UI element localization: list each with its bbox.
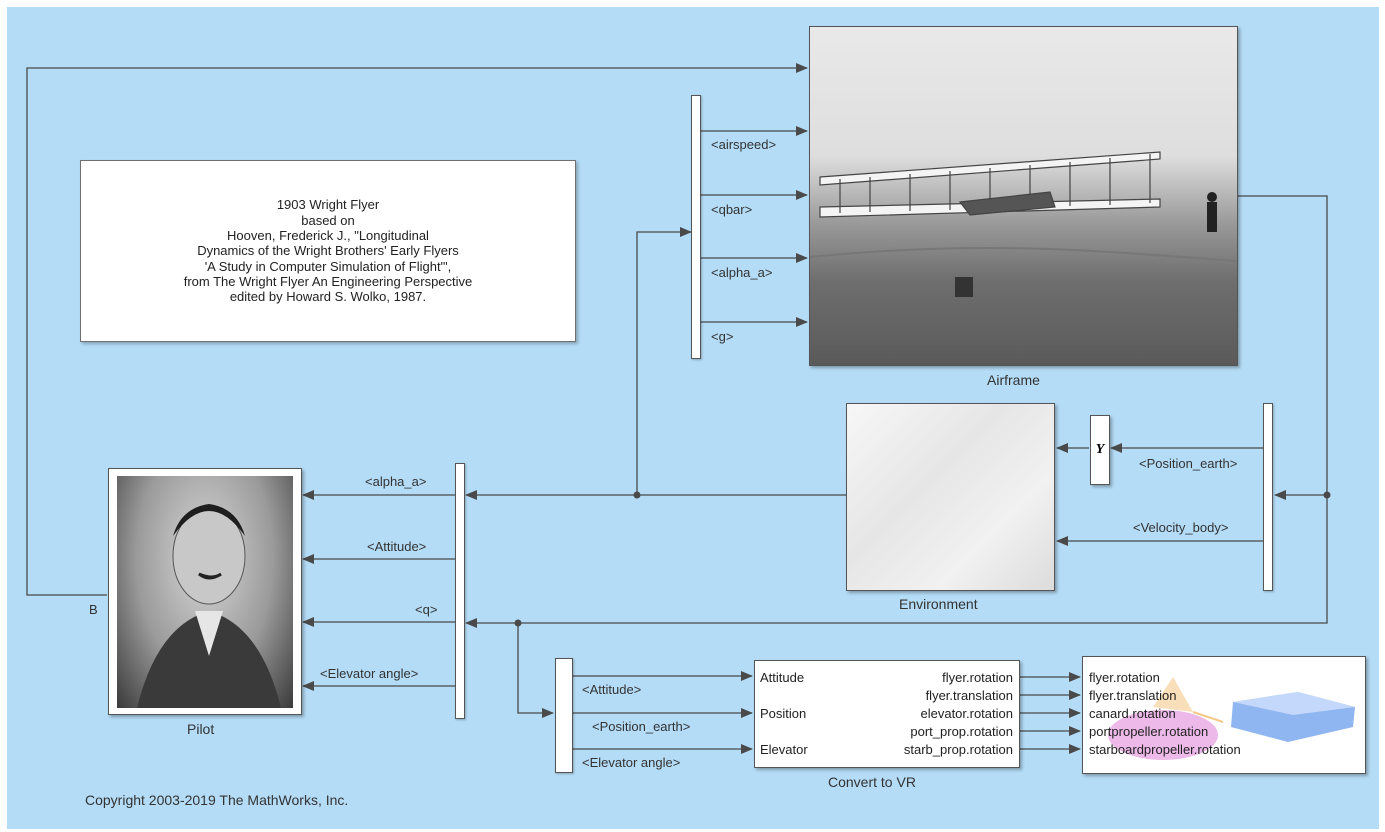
pilot-caption: Pilot (187, 721, 214, 737)
pilot-block[interactable] (108, 468, 302, 715)
airframe-caption: Airframe (987, 372, 1040, 388)
model-annotation: 1903 Wright Flyer based on Hooven, Frede… (80, 160, 576, 342)
branch-point-right (1324, 492, 1331, 499)
convert-input-elevator: Elevator (760, 743, 808, 757)
convert-to-vr-caption: Convert to VR (828, 774, 916, 790)
convert-output-starb-prop-rotation: starb_prop.rotation (904, 743, 1013, 757)
vr-port-portpropeller-rotation: portpropeller.rotation (1089, 725, 1208, 739)
convert-output-flyer-rotation: flyer.rotation (942, 671, 1013, 685)
airframe-photo (810, 27, 1237, 365)
branch-point-q (515, 620, 522, 627)
annotation-line: 'A Study in Computer Simulation of Fligh… (184, 259, 473, 274)
airframe-block[interactable] (809, 26, 1238, 366)
convert-output-elevator-rotation: elevator.rotation (920, 707, 1013, 721)
signal-label-alpha-a-top: <alpha_a> (711, 266, 772, 280)
wire-branch-top-demux (637, 232, 691, 495)
y-block[interactable]: Y (1090, 415, 1110, 485)
convert-to-vr-block[interactable]: Attitude Position Elevator flyer.rotatio… (754, 660, 1020, 768)
signal-label-position-earth-right: <Position_earth> (1139, 457, 1237, 471)
signal-label-elevator-bottom: <Elevator angle> (582, 756, 680, 770)
signal-label-elevator-left: <Elevator angle> (320, 667, 418, 681)
wright-flyer-image (810, 27, 1237, 365)
annotation-text: 1903 Wright Flyer based on Hooven, Frede… (184, 197, 473, 304)
environment-bus-selector[interactable] (1263, 403, 1273, 591)
signal-label-attitude-left: <Attitude> (367, 540, 426, 554)
vr-port-flyer-translation: flyer.translation (1089, 689, 1176, 703)
signal-label-alpha-a-left: <alpha_a> (365, 475, 426, 489)
signal-label-q: <q> (415, 603, 437, 617)
annotation-line: 1903 Wright Flyer (184, 197, 473, 212)
copyright-text: Copyright 2003-2019 The MathWorks, Inc. (85, 793, 348, 807)
environment-caption: Environment (899, 596, 978, 612)
signal-label-attitude-bottom: <Attitude> (582, 683, 641, 697)
convert-output-port-prop-rotation: port_prop.rotation (910, 725, 1013, 739)
wire-branch-bottom-demux (518, 623, 553, 713)
annotation-line: edited by Howard S. Wolko, 1987. (184, 289, 473, 304)
annotation-line: Dynamics of the Wright Brothers' Early F… (184, 243, 473, 258)
convert-input-position: Position (760, 707, 806, 721)
annotation-line: from The Wright Flyer An Engineering Per… (184, 274, 473, 289)
signal-label-velocity-body: <Velocity_body> (1133, 521, 1228, 535)
vr-port-flyer-rotation: flyer.rotation (1089, 671, 1160, 685)
vr-port-starboardpropeller-rotation: starboardpropeller.rotation (1089, 743, 1241, 757)
convert-output-flyer-translation: flyer.translation (926, 689, 1013, 703)
vr-sink-block[interactable]: flyer.rotation flyer.translation canard.… (1082, 656, 1366, 774)
y-symbol: Y (1096, 442, 1105, 458)
branch-point-env (634, 492, 641, 499)
vr-port-canard-rotation: canard.rotation (1089, 707, 1176, 721)
diagram-canvas: 1903 Wright Flyer based on Hooven, Frede… (7, 7, 1379, 829)
convert-input-attitude: Attitude (760, 671, 804, 685)
signal-label-g: <g> (711, 330, 733, 344)
annotation-line: based on (184, 213, 473, 228)
pilot-portrait-image (117, 476, 293, 708)
signal-label-position-bottom: <Position_earth> (592, 720, 690, 734)
environment-block[interactable] (846, 403, 1055, 591)
pilot-bus-selector[interactable] (455, 463, 465, 719)
pilot-photo (117, 476, 293, 708)
airframe-bus-selector[interactable] (691, 95, 701, 359)
pilot-output-b-label: B (89, 603, 98, 617)
signal-label-airspeed: <airspeed> (711, 138, 776, 152)
annotation-line: Hooven, Frederick J., "Longitudinal (184, 228, 473, 243)
vr-bus-selector[interactable] (555, 658, 573, 773)
signal-label-qbar: <qbar> (711, 203, 752, 217)
